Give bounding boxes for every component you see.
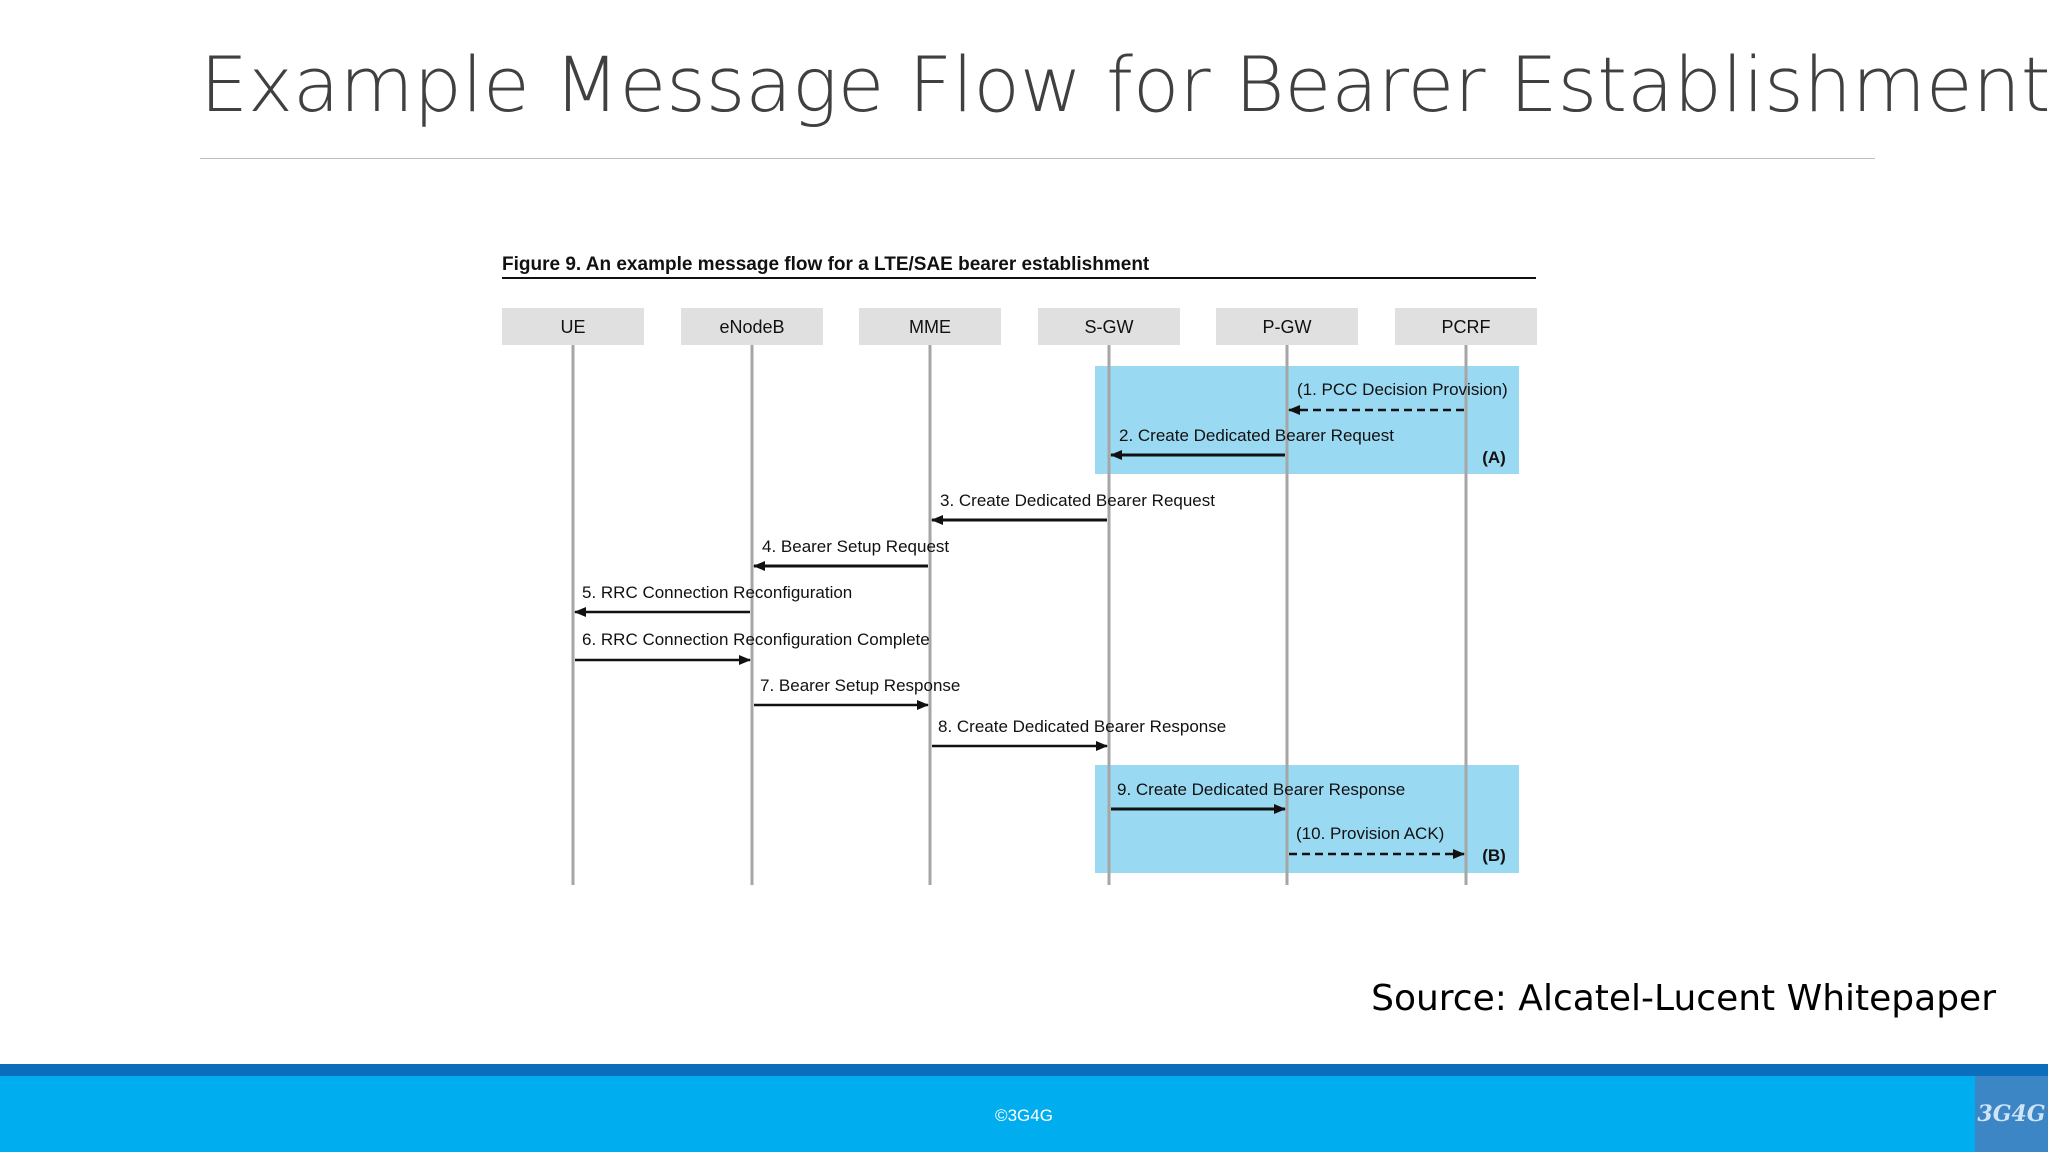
message-8-label: 8. Create Dedicated Bearer Response <box>938 717 1226 736</box>
brand-logo: 3G4G <box>1975 1076 2048 1152</box>
group-b-label: (B) <box>1482 846 1506 865</box>
entity-label-ue: UE <box>560 317 585 337</box>
message-3-label: 3. Create Dedicated Bearer Request <box>940 491 1215 510</box>
footer-copyright: ©3G4G <box>995 1106 1053 1125</box>
entity-label-pgw: P-GW <box>1263 317 1312 337</box>
footer-stripe <box>0 1064 2048 1076</box>
entity-box-mme <box>859 308 1001 345</box>
slide-title: Example Message Flow for Bearer Establis… <box>200 40 2048 129</box>
entity-label-enodeb: eNodeB <box>719 317 784 337</box>
entity-box-pcrf <box>1395 308 1537 345</box>
entity-box-enodeb <box>681 308 823 345</box>
entity-label-mme: MME <box>909 317 951 337</box>
message-4-label: 4. Bearer Setup Request <box>762 537 949 556</box>
sequence-diagram-figure: Figure 9. An example message flow for a … <box>470 240 1570 900</box>
entity-box-sgw <box>1038 308 1180 345</box>
entity-label-pcrf: PCRF <box>1442 317 1491 337</box>
sequence-diagram: Figure 9. An example message flow for a … <box>502 254 1537 885</box>
message-7-label: 7. Bearer Setup Response <box>760 676 960 695</box>
entity-box-pgw <box>1216 308 1358 345</box>
message-2-label: 2. Create Dedicated Bearer Request <box>1119 426 1394 445</box>
title-divider <box>200 158 1875 159</box>
message-6-label: 6. RRC Connection Reconfiguration Comple… <box>582 630 930 649</box>
message-9-label: 9. Create Dedicated Bearer Response <box>1117 780 1405 799</box>
message-5-label: 5. RRC Connection Reconfiguration <box>582 583 852 602</box>
message-1-label: (1. PCC Decision Provision) <box>1297 380 1508 399</box>
entity-box-ue <box>502 308 644 345</box>
entity-label-sgw: S-GW <box>1085 317 1134 337</box>
footer-bar <box>0 1076 2048 1152</box>
brand-logo-text: 3G4G <box>1977 1101 2046 1127</box>
source-citation: Source: Alcatel-Lucent Whitepaper <box>1371 978 1996 1019</box>
figure-caption: Figure 9. An example message flow for a … <box>502 254 1150 275</box>
group-a-label: (A) <box>1482 448 1506 467</box>
message-10-label: (10. Provision ACK) <box>1296 824 1444 843</box>
